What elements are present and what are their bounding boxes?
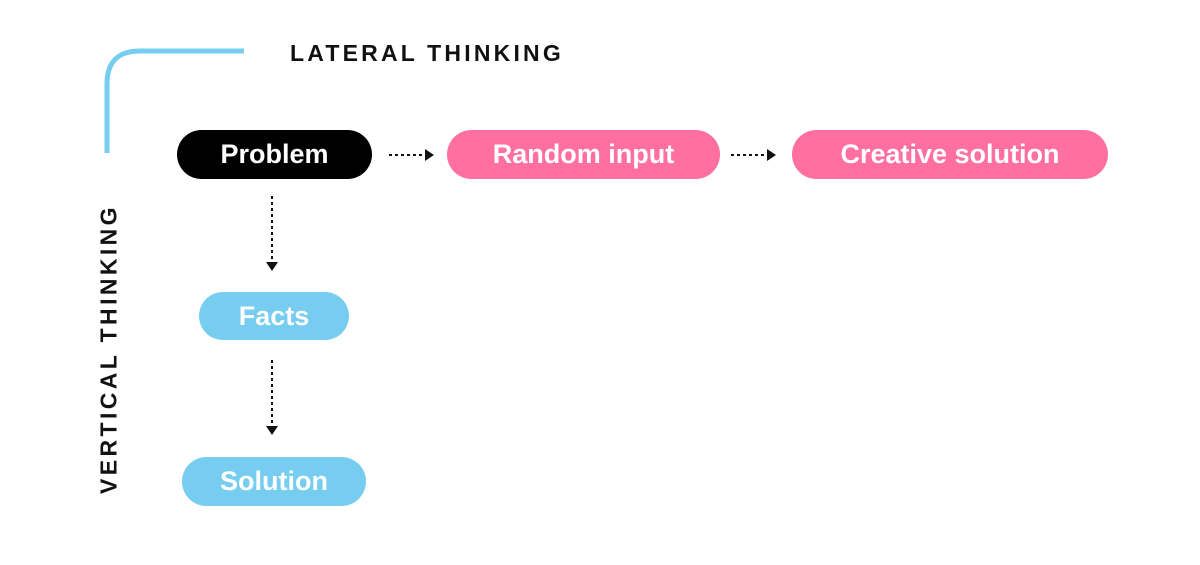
node-creative-solution-label: Creative solution — [840, 139, 1060, 169]
arrow-problem-to-facts — [266, 196, 278, 271]
vertical-thinking-heading: VERTICAL THINKING — [95, 204, 122, 494]
node-facts-label: Facts — [238, 300, 310, 331]
node-random-input-label: Random input — [492, 139, 675, 169]
node-solution-label: Solution — [220, 466, 328, 496]
node-problem: Problem — [177, 130, 372, 179]
node-random-input: Random input — [447, 130, 720, 179]
node-solution: Solution — [182, 457, 366, 506]
node-creative-solution: Creative solution — [792, 130, 1108, 179]
axis-bracket-line — [104, 48, 244, 153]
lateral-thinking-heading: LATERAL THINKING — [290, 40, 564, 66]
arrow-problem-to-random-input — [389, 149, 434, 161]
node-problem-label: Problem — [220, 139, 329, 169]
arrow-facts-to-solution — [266, 360, 278, 435]
node-facts: Facts — [199, 292, 349, 340]
arrow-random-input-to-creative-solution — [731, 149, 776, 161]
